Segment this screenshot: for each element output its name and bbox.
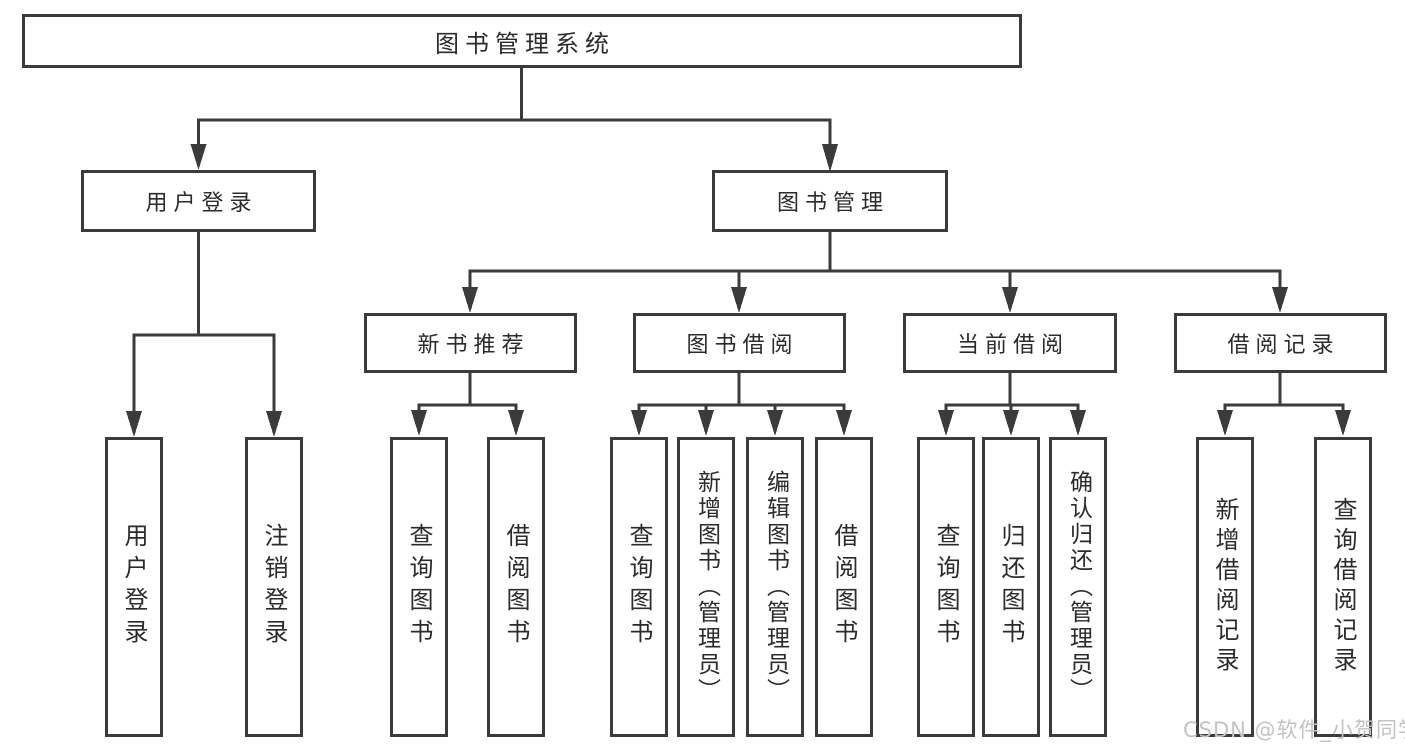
leaf-return-books: 归还图书 — [982, 437, 1040, 737]
leaf-query-borrow-record-label: 查询借阅记录 — [1329, 497, 1357, 677]
connector-root-to-level2 — [190, 68, 838, 172]
node-book-borrow: 图书借阅 — [633, 313, 846, 373]
watermark-text: CSDN @软件_小贺同学 — [1183, 718, 1405, 742]
leaf-add-books-admin-label: 新增图书（管理员） — [693, 470, 720, 704]
node-user-login: 用户登录 — [81, 170, 316, 232]
leaf-logout-label: 注销登录 — [260, 523, 288, 651]
leaf-return-books-label: 归还图书 — [997, 523, 1025, 651]
leaf-borrow-books-label: 借阅图书 — [830, 523, 858, 651]
node-book-management: 图书管理 — [712, 170, 948, 232]
connector-new-book-recommend-fan — [411, 373, 524, 436]
leaf-query-books-borrow-label: 查询图书 — [625, 523, 653, 651]
leaf-query-books-recommend-label: 查询图书 — [405, 523, 433, 651]
node-borrow-records: 借阅记录 — [1174, 313, 1387, 373]
leaf-add-books-admin: 新增图书（管理员） — [677, 437, 735, 737]
leaf-logout: 注销登录 — [245, 437, 303, 737]
leaf-query-borrow-record: 查询借阅记录 — [1314, 437, 1372, 737]
connector-book-borrow-fan — [631, 373, 852, 436]
leaf-borrow-books-recommend-label: 借阅图书 — [502, 523, 530, 651]
connector-borrow-records-fan — [1217, 373, 1351, 436]
connector-current-borrow-fan — [938, 373, 1086, 436]
leaf-confirm-return-admin: 确认归还（管理员） — [1049, 437, 1107, 737]
node-current-borrow: 当前借阅 — [903, 313, 1117, 373]
leaf-edit-books-admin: 编辑图书（管理员） — [746, 437, 804, 737]
leaf-user-login-label: 用户登录 — [120, 523, 148, 651]
node-new-book-recommend: 新书推荐 — [364, 313, 577, 373]
node-root: 图书管理系统 — [22, 14, 1022, 68]
leaf-borrow-books-recommend: 借阅图书 — [487, 437, 545, 737]
leaf-borrow-books: 借阅图书 — [815, 437, 873, 737]
leaf-edit-books-admin-label: 编辑图书（管理员） — [762, 470, 789, 704]
leaf-query-books-borrow: 查询图书 — [610, 437, 668, 737]
leaf-user-login: 用户登录 — [105, 437, 163, 737]
leaf-confirm-return-admin-label: 确认归还（管理员） — [1065, 470, 1092, 704]
leaf-query-books-recommend: 查询图书 — [390, 437, 448, 737]
connector-book-management-branch — [462, 232, 1288, 313]
leaf-query-books-current: 查询图书 — [917, 437, 975, 737]
leaf-add-borrow-record-label: 新增借阅记录 — [1211, 497, 1239, 677]
connector-user-login-branch — [126, 232, 282, 437]
leaf-add-borrow-record: 新增借阅记录 — [1196, 437, 1254, 737]
leaf-query-books-current-label: 查询图书 — [932, 523, 960, 651]
